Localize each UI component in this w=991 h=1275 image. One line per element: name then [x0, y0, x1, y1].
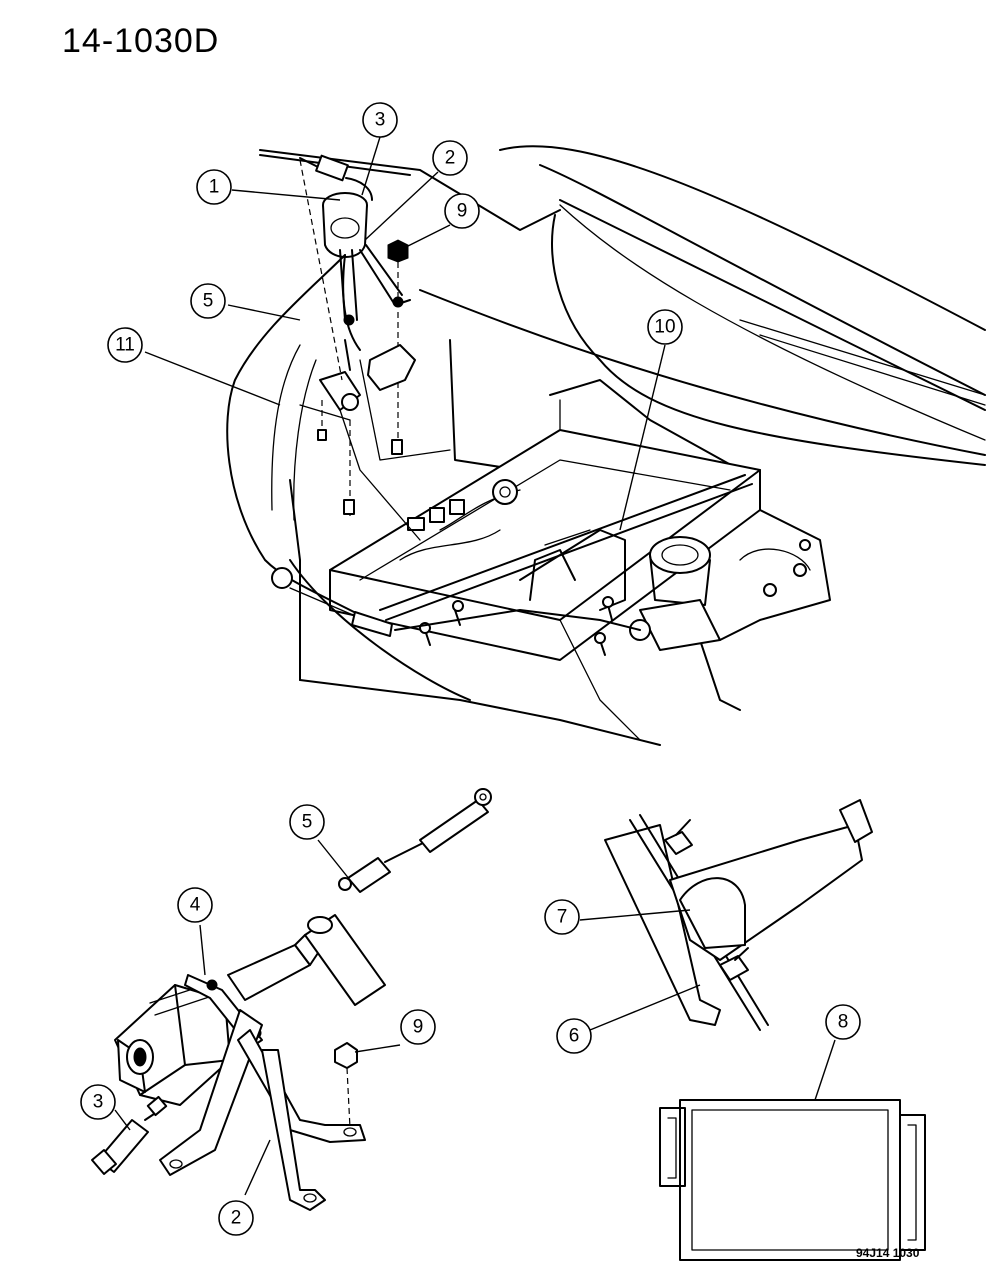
svg-text:1: 1: [209, 177, 220, 198]
svg-text:8: 8: [838, 1012, 849, 1033]
engine-bay-view: [226, 145, 986, 746]
svg-text:4: 4: [190, 895, 201, 916]
svg-text:10: 10: [654, 317, 675, 338]
svg-text:5: 5: [302, 812, 313, 833]
figure-code: 94J14 1030: [856, 1246, 920, 1260]
callout-top-5: 5: [190, 283, 226, 319]
diagram-id: 14-1030D: [62, 22, 220, 60]
svg-text:3: 3: [375, 110, 386, 131]
svg-text:9: 9: [457, 201, 468, 222]
callout-top-2: 2: [432, 140, 468, 176]
leader-lines: [114, 136, 836, 1196]
callout-br-7: 7: [544, 899, 580, 935]
callout-bl-5: 5: [289, 804, 325, 840]
callout-top-10: 10: [647, 309, 683, 345]
bracket-detail-view: [604, 799, 873, 1031]
control-module: [659, 1099, 926, 1261]
svg-text:2: 2: [231, 1208, 242, 1229]
callout-top-1: 1: [196, 169, 232, 205]
svg-text:3: 3: [93, 1092, 104, 1113]
callout-top-11: 11: [107, 327, 143, 363]
svg-text:2: 2: [445, 148, 456, 169]
callout-bl-4: 4: [177, 887, 213, 923]
callouts: 3 2 1 9 5 11 10 5 4 9 3 2 7 6 8: [80, 102, 861, 1236]
callout-bl-3: 3: [80, 1084, 116, 1120]
svg-text:7: 7: [557, 907, 568, 928]
callout-bl-9: 9: [400, 1009, 436, 1045]
callout-bl-2: 2: [218, 1200, 254, 1236]
servo-exploded-view: [91, 788, 492, 1211]
svg-text:11: 11: [115, 335, 135, 356]
svg-text:9: 9: [413, 1017, 424, 1038]
callout-br-8: 8: [825, 1004, 861, 1040]
callout-top-3: 3: [362, 102, 398, 138]
svg-text:5: 5: [203, 291, 214, 312]
callout-br-6: 6: [556, 1018, 592, 1054]
svg-text:6: 6: [569, 1026, 580, 1047]
callout-top-9: 9: [444, 193, 480, 229]
